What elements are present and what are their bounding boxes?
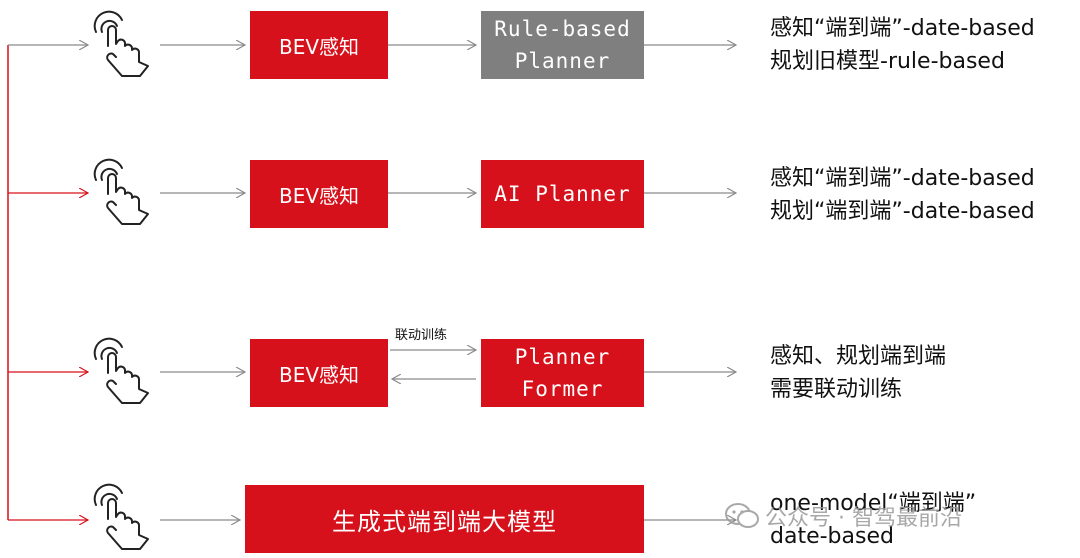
row3-description: 感知、规划端到端 需要联动训练: [770, 344, 947, 402]
watermark: 公众号 · 智驾最前沿: [725, 500, 962, 532]
row1-description: 感知“端到端”-date-based 规划旧模型-rule-based: [770, 16, 1035, 74]
joint-training-label: 联动训练: [395, 328, 448, 343]
rule-based-planner-box: Rule-based Planner: [481, 11, 644, 79]
touch-hand-icon: [93, 483, 149, 550]
wechat-icon: [725, 503, 759, 528]
row4-description: one-model“端到端” date-based: [770, 491, 977, 549]
row2-description: 感知“端到端”-date-based 规划“端到端”-date-based: [770, 166, 1035, 224]
watermark-text: 公众号 · 智驾最前沿: [765, 506, 962, 531]
touch-hand-icon: [93, 158, 149, 225]
ai-planner-box: AI Planner: [481, 160, 644, 228]
bev-perception-box-2: BEV感知: [250, 160, 388, 228]
planner-former-box: Planner Former: [481, 339, 644, 407]
generative-e2e-model-box: 生成式端到端大模型: [245, 485, 644, 553]
bev-perception-box-3: BEV感知: [250, 339, 388, 407]
touch-hand-icon: [93, 10, 149, 77]
touch-hand-icon: [93, 337, 149, 404]
bev-perception-box-1: BEV感知: [250, 11, 388, 79]
